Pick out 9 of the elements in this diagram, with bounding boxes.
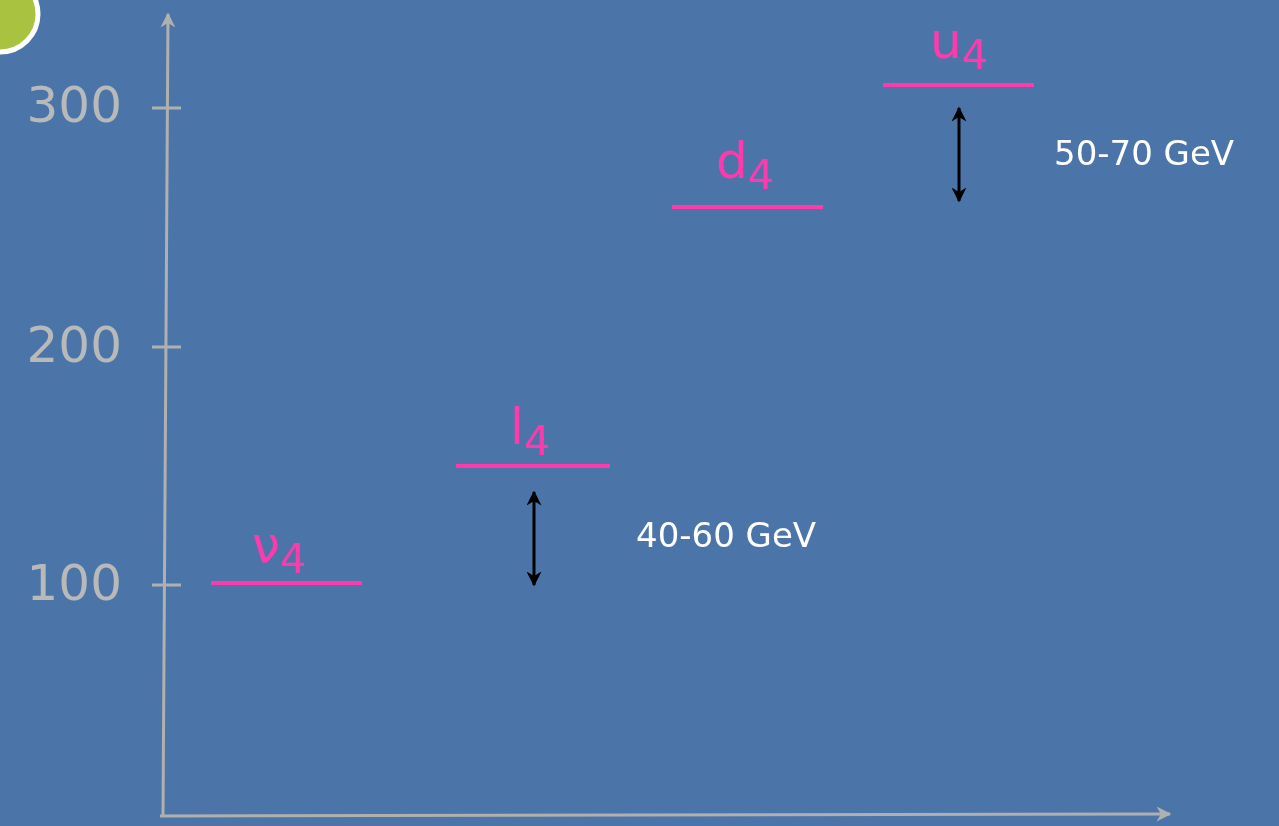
axis-tick-label: 300: [25, 80, 122, 130]
particle-label: l$_{4}$: [510, 402, 551, 462]
mass-splitting-label: 40-60 GeV: [636, 518, 817, 552]
mass-splitting-label: 50-70 GeV: [1054, 136, 1235, 170]
particle-label: d$_{4}$: [716, 136, 775, 196]
particle-label: u$_{4}$: [930, 16, 989, 76]
axis-tick-label: 200: [25, 320, 122, 370]
particle-label: ν$_{4}$: [252, 520, 307, 580]
axis-tick-label: 100: [25, 558, 122, 608]
